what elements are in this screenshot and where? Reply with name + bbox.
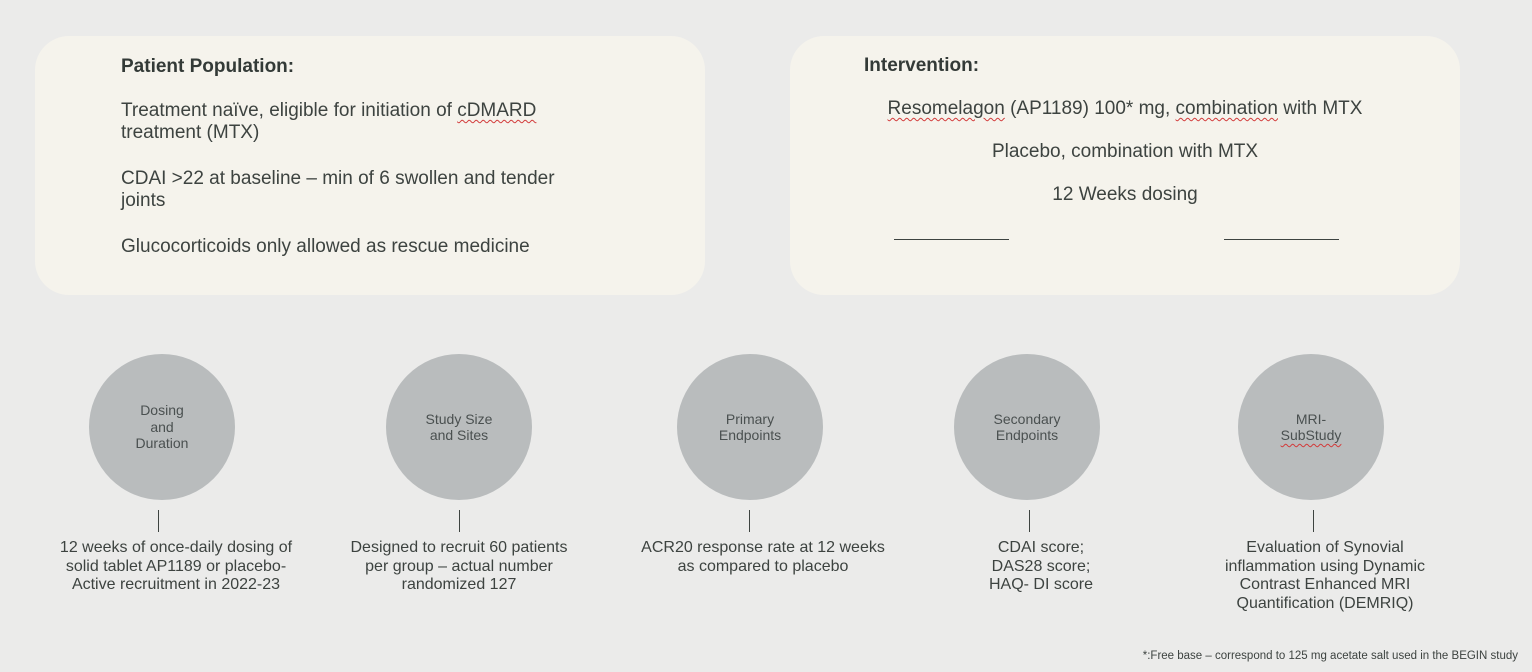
desc-mri-line3: Contrast Enhanced MRI: [1239, 576, 1411, 593]
step-circle-dosing: Dosing and Duration: [89, 354, 235, 500]
intervention-dosing-duration: 12 Weeks dosing: [1052, 184, 1198, 205]
population-item1-text: Treatment naïve, eligible for initiation…: [121, 100, 458, 121]
footnote: *:Free base – correspond to 125 mg aceta…: [1142, 650, 1518, 662]
step-circle-primary-endpoints: Primary Endpoints: [677, 354, 823, 500]
population-item-glucocorticoids: Glucocorticoids only allowed as rescue m…: [121, 236, 530, 257]
desc-secondary-line3: HAQ- DI score: [988, 576, 1093, 593]
step-primary-label-line1: Primary: [725, 410, 775, 427]
intervention-line1-combination: combination: [1175, 98, 1278, 119]
desc-mri-line2: inflammation using Dynamic: [1224, 557, 1426, 575]
step-description-secondary: CDAI score; DAS28 score; HAQ- DI score: [941, 539, 1141, 595]
population-item-treatment-naive: Treatment naïve, eligible for initiation…: [121, 100, 641, 144]
step-description-study-size: Designed to recruit 60 patients per grou…: [324, 539, 594, 595]
intervention-line1-drug: Resomelagon: [887, 98, 1005, 119]
desc-size-line2: per group – actual number: [365, 557, 553, 575]
desc-mri-line4: Quantification (DEMRIQ): [1236, 594, 1414, 612]
population-item1-line2: treatment (MTX): [121, 122, 260, 143]
desc-primary-line1: ACR20 response rate at 12 weeks: [641, 539, 885, 556]
intervention-line1-mtx: with MTX: [1278, 98, 1363, 119]
desc-dosing-line2: solid tablet AP1189 or placebo-: [65, 557, 287, 575]
step-mri-label-line1: MRI-: [1295, 410, 1327, 427]
intervention-separator-left: [894, 239, 1009, 240]
desc-size-line1: Designed to recruit 60 patients: [350, 539, 568, 556]
step-secondary-label-line1: Secondary: [993, 410, 1061, 427]
intervention-arm-resomelagon: Resomelagon (AP1189) 100* mg, combinatio…: [790, 98, 1460, 120]
step-description-mri: Evaluation of Synovial inflammation usin…: [1195, 539, 1455, 613]
step-mri-label-line2: SubStudy: [1280, 427, 1342, 443]
step-connector-dosing: [158, 510, 159, 532]
intervention-line1-dose: (AP1189) 100* mg,: [1004, 98, 1176, 119]
population-item-cdai: CDAI >22 at baseline – min of 6 swollen …: [121, 168, 641, 212]
step-circle-study-size: Study Size and Sites: [386, 354, 532, 500]
intervention-panel: Intervention: Resomelagon (AP1189) 100* …: [790, 36, 1460, 295]
step-size-label-line2: and Sites: [429, 427, 489, 443]
step-secondary-label-line2: Endpoints: [995, 427, 1059, 443]
population-item2-line1: CDAI >22 at baseline – min of 6 swollen …: [121, 168, 555, 189]
desc-dosing-line3: Active recruitment in 2022-23: [71, 576, 281, 593]
step-connector-mri: [1313, 510, 1314, 532]
population-item1-cdmard: cDMARD: [457, 100, 537, 121]
step-size-label-line1: Study Size: [425, 410, 493, 427]
desc-primary-line2: as compared to placebo: [677, 557, 849, 575]
step-description-primary: ACR20 response rate at 12 weeks as compa…: [623, 539, 903, 576]
patient-population-panel: Patient Population: Treatment naïve, eli…: [35, 36, 705, 295]
desc-secondary-line2: DAS28 score;: [991, 557, 1091, 575]
step-connector-primary: [749, 510, 750, 532]
intervention-title: Intervention:: [864, 55, 980, 76]
step-dosing-label-line1: Dosing: [140, 402, 184, 419]
patient-population-title: Patient Population:: [121, 56, 295, 77]
step-connector-secondary: [1029, 510, 1030, 532]
step-dosing-label-line3: Duration: [135, 435, 189, 452]
desc-dosing-line1: 12 weeks of once-daily dosing of: [59, 539, 293, 556]
step-description-dosing: 12 weeks of once-daily dosing of solid t…: [36, 539, 316, 595]
step-connector-study-size: [459, 510, 460, 532]
step-primary-label-line2: Endpoints: [718, 427, 782, 443]
desc-secondary-line1: CDAI score;: [997, 539, 1085, 556]
intervention-separator-right: [1224, 239, 1339, 240]
step-dosing-label-line2: and: [150, 418, 174, 435]
desc-mri-line1: Evaluation of Synovial: [1246, 539, 1404, 556]
desc-size-line3: randomized 127: [401, 576, 517, 593]
step-circle-mri-substudy: MRI- SubStudy: [1238, 354, 1384, 500]
population-item2-line2: joints: [121, 190, 166, 211]
step-circle-secondary-endpoints: Secondary Endpoints: [954, 354, 1100, 500]
intervention-arm-placebo: Placebo, combination with MTX: [991, 141, 1259, 162]
